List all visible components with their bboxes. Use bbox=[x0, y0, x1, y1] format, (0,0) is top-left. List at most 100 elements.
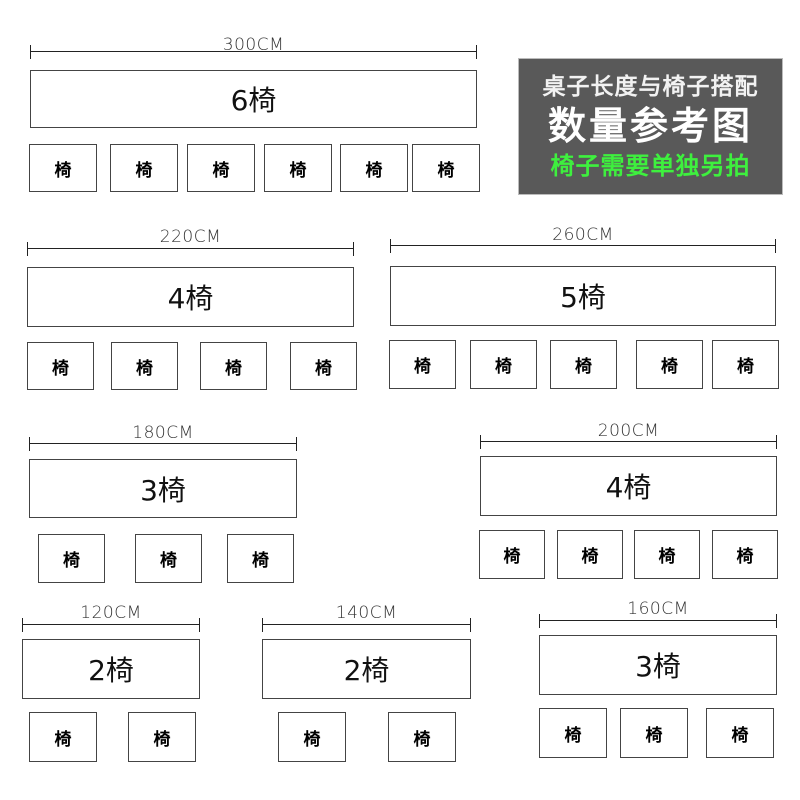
chair-label: 椅 bbox=[136, 358, 153, 379]
banner-subtitle: 桌子长度与椅子搭配 bbox=[542, 72, 759, 100]
chair-box: 椅 bbox=[550, 340, 617, 389]
chair-label: 椅 bbox=[437, 160, 455, 181]
chair-box: 椅 bbox=[290, 342, 357, 390]
table-box: 2椅 bbox=[262, 639, 471, 699]
chair-label: 椅 bbox=[503, 547, 521, 567]
chair-box: 椅 bbox=[27, 342, 94, 390]
chair-box: 椅 bbox=[712, 530, 778, 579]
chair-label: 椅 bbox=[63, 551, 80, 571]
dimension-label: 200CM bbox=[597, 421, 660, 441]
dimension-label: 120CM bbox=[80, 603, 142, 623]
chair-box: 椅 bbox=[227, 534, 294, 583]
dimension-tick bbox=[30, 45, 31, 59]
chair-label: 椅 bbox=[225, 358, 242, 379]
chair-box: 椅 bbox=[557, 530, 623, 579]
table-seat-count: 4椅 bbox=[167, 282, 214, 315]
chair-label: 椅 bbox=[737, 357, 754, 377]
dimension-line bbox=[27, 248, 354, 249]
chair-box: 椅 bbox=[389, 340, 456, 389]
chair-box: 椅 bbox=[187, 144, 255, 192]
table-box: 5椅 bbox=[390, 266, 776, 326]
chair-box: 椅 bbox=[539, 708, 607, 758]
chair-label: 椅 bbox=[160, 551, 177, 571]
chair-label: 椅 bbox=[365, 160, 383, 181]
chair-label: 椅 bbox=[315, 358, 332, 379]
table-seat-count: 5椅 bbox=[560, 281, 606, 314]
dimension-line bbox=[480, 441, 777, 442]
chair-label: 椅 bbox=[658, 547, 676, 567]
chair-label: 椅 bbox=[413, 729, 431, 750]
table-seat-count: 2椅 bbox=[343, 654, 390, 687]
table-box: 6椅 bbox=[30, 70, 477, 128]
chair-box: 椅 bbox=[412, 144, 480, 192]
chair-box: 椅 bbox=[128, 712, 196, 762]
chair-box: 椅 bbox=[38, 534, 105, 583]
table-seat-count: 2椅 bbox=[88, 654, 134, 687]
chair-box: 椅 bbox=[479, 530, 545, 579]
dimension-label: 300CM bbox=[222, 35, 285, 55]
table-box: 3椅 bbox=[539, 635, 777, 695]
dimension-label: 260CM bbox=[552, 225, 614, 245]
chair-label: 椅 bbox=[252, 551, 269, 571]
dimension-tick bbox=[353, 242, 354, 256]
chair-box: 椅 bbox=[110, 144, 178, 192]
dimension-tick bbox=[262, 618, 263, 632]
dimension-tick bbox=[22, 618, 23, 632]
dimension-tick bbox=[29, 437, 30, 451]
table-box: 4椅 bbox=[27, 267, 354, 327]
chair-label: 椅 bbox=[581, 547, 599, 567]
chair-label: 椅 bbox=[135, 160, 153, 181]
banner-title: 数量参考图 bbox=[547, 102, 753, 148]
chair-label: 椅 bbox=[303, 729, 321, 750]
chair-label: 椅 bbox=[575, 357, 592, 377]
table-seat-count: 3椅 bbox=[635, 650, 681, 683]
chair-box: 椅 bbox=[620, 708, 688, 758]
dimension-line bbox=[22, 624, 200, 625]
chair-label: 椅 bbox=[414, 357, 431, 377]
dimension-line bbox=[29, 443, 297, 444]
dimension-label: 180CM bbox=[132, 423, 194, 443]
chair-label: 椅 bbox=[52, 358, 69, 379]
chair-box: 椅 bbox=[200, 342, 267, 390]
dimension-label: 140CM bbox=[335, 603, 398, 623]
chair-label: 椅 bbox=[54, 729, 72, 750]
dimension-tick bbox=[775, 239, 776, 253]
dimension-tick bbox=[776, 435, 777, 449]
dimension-tick bbox=[539, 614, 540, 628]
dimension-line bbox=[390, 245, 776, 246]
chair-box: 椅 bbox=[278, 712, 346, 762]
dimension-tick bbox=[476, 45, 477, 59]
dimension-tick bbox=[199, 618, 200, 632]
chair-label: 椅 bbox=[153, 729, 171, 750]
chair-label: 椅 bbox=[736, 547, 754, 567]
dimension-tick bbox=[776, 614, 777, 628]
chair-box: 椅 bbox=[388, 712, 456, 762]
dimension-tick bbox=[27, 242, 28, 256]
dimension-tick bbox=[296, 437, 297, 451]
dimension-label: 160CM bbox=[627, 599, 689, 619]
chair-box: 椅 bbox=[264, 144, 332, 192]
chair-label: 椅 bbox=[731, 725, 749, 746]
chair-label: 椅 bbox=[661, 357, 678, 377]
dimension-line bbox=[262, 624, 471, 625]
chair-box: 椅 bbox=[29, 144, 97, 192]
chair-box: 椅 bbox=[634, 530, 700, 579]
chair-box: 椅 bbox=[636, 340, 703, 389]
chair-label: 椅 bbox=[564, 725, 582, 746]
table-seat-count: 6椅 bbox=[230, 84, 277, 117]
dimension-label: 220CM bbox=[159, 227, 222, 247]
dimension-tick bbox=[480, 435, 481, 449]
chair-box: 椅 bbox=[340, 144, 408, 192]
dimension-tick bbox=[390, 239, 391, 253]
chair-label: 椅 bbox=[645, 725, 663, 746]
chair-label: 椅 bbox=[212, 160, 230, 181]
chair-box: 椅 bbox=[135, 534, 202, 583]
chair-box: 椅 bbox=[712, 340, 779, 389]
chair-box: 椅 bbox=[29, 712, 97, 762]
chair-box: 椅 bbox=[470, 340, 537, 389]
table-box: 4椅 bbox=[480, 456, 777, 516]
chair-box: 椅 bbox=[706, 708, 774, 758]
chair-box: 椅 bbox=[111, 342, 178, 390]
chair-label: 椅 bbox=[495, 357, 512, 377]
chair-label: 椅 bbox=[289, 160, 307, 181]
